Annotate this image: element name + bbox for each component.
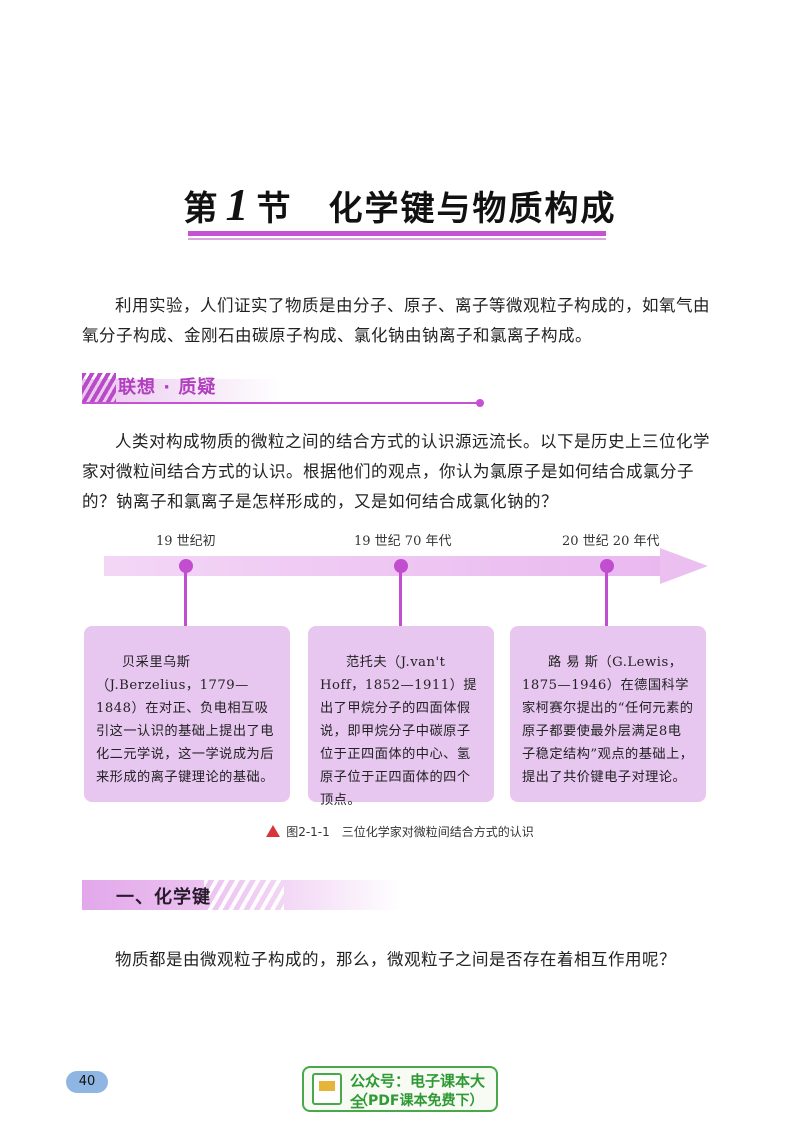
title-prefix: 第 [183, 189, 220, 229]
timeline-dot-3 [600, 559, 614, 573]
scientist-card-lewis: 路 易 斯（G.Lewis，1875—1946）在德国科学家柯赛尔提出的“任何元… [510, 626, 706, 802]
scientist-card-vanthoff: 范托夫（J.van't Hoff，1852—1911）提出了甲烷分子的四面体假说… [308, 626, 494, 808]
section-banner-chemical-bond: 一、化学键 [82, 880, 402, 910]
intro-paragraph: 利用实验，人们证实了物质是由分子、原子、离子等微观粒子构成的，如氧气由氧分子构成… [82, 296, 710, 345]
section-heading: 一、化学键 [116, 887, 211, 908]
timeline-stem-3 [605, 571, 608, 627]
title-underline-thin [188, 238, 606, 240]
book-icon [312, 1073, 342, 1105]
timeline-stem-2 [399, 571, 402, 627]
timeline-arrow-icon [660, 548, 708, 584]
scientist-card-berzelius: 贝采里乌斯（J.Berzelius，1779—1848）在对正、负电相互吸引这一… [84, 626, 290, 802]
question-paragraph: 人类对构成物质的微粒之间的结合方式的认识源远流长。以下是历史上三位化学家对微粒间… [82, 432, 710, 511]
timeline-stem-1 [184, 571, 187, 627]
timeline-dot-1 [179, 559, 193, 573]
watermark-line1: 公众号：电子课本大全 [350, 1072, 486, 1111]
figure-caption: 图2-1-1 三位化学家对微粒间结合方式的认识 [0, 823, 800, 840]
banner-stripes-icon [82, 373, 116, 403]
title-number: 1 [225, 179, 251, 230]
watermark-line2: （PDF课本免费下） [354, 1093, 484, 1109]
title-text: 化学键与物质构成 [328, 189, 617, 229]
watermark-badge: 公众号：电子课本大全 （PDF课本免费下） [302, 1066, 498, 1112]
section-banner-association: 联想 · 质疑 [82, 371, 484, 407]
banner-dot [476, 399, 484, 407]
banner-line [82, 402, 478, 404]
triangle-icon [266, 825, 281, 837]
body-paragraph: 物质都是由微观粒子构成的，那么，微观粒子之间是否存在着相互作用呢？ [115, 950, 676, 969]
era-label-2: 19 世纪 70 年代 [354, 534, 452, 549]
timeline-dot-2 [394, 559, 408, 573]
section-label: 联想 · 质疑 [118, 377, 217, 398]
title-suffix: 节 [256, 189, 293, 229]
title-underline [188, 231, 606, 236]
caption-text: 图2-1-1 三位化学家对微粒间结合方式的认识 [286, 825, 534, 839]
page-number: 40 [66, 1071, 108, 1093]
banner-stripes-icon [204, 880, 284, 910]
timeline-bar [104, 556, 664, 576]
era-label-1: 19 世纪初 [156, 534, 216, 549]
era-label-3: 20 世纪 20 年代 [562, 534, 660, 549]
